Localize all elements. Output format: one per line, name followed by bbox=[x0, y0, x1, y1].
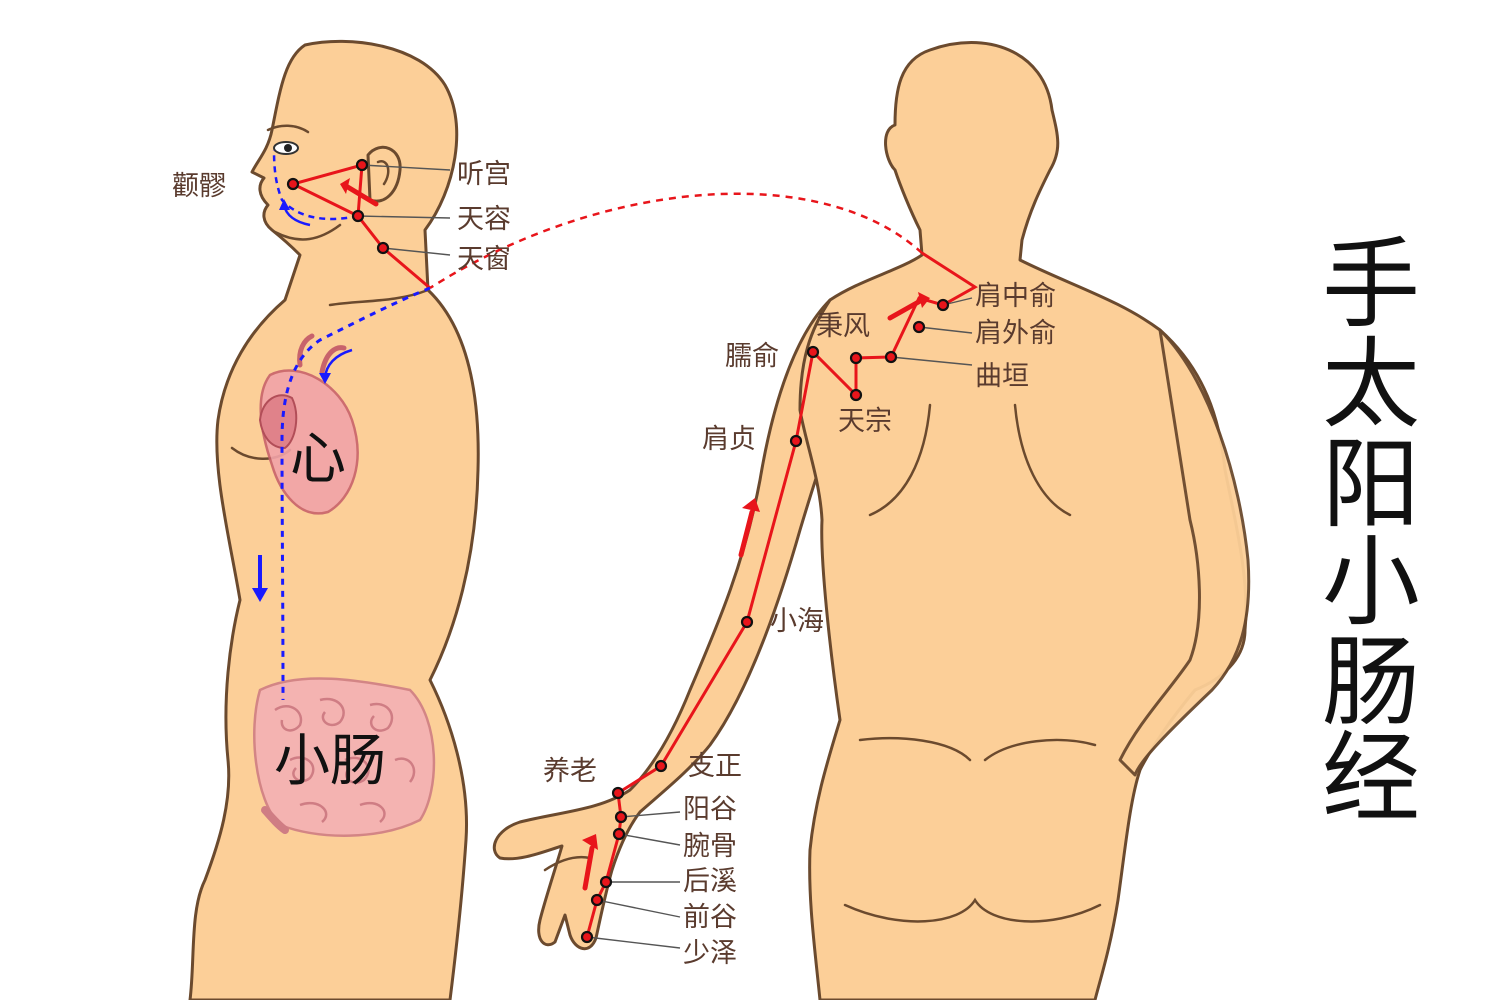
label-bingfeng: 秉风 bbox=[816, 311, 870, 342]
label-zhizheng: 支正 bbox=[688, 751, 742, 782]
label-quanliao: 颧髎 bbox=[172, 171, 226, 202]
arrow-right-icon bbox=[887, 297, 925, 321]
point-wangu bbox=[612, 827, 626, 841]
side-view-figure bbox=[188, 39, 480, 1000]
small-intestine-organ bbox=[253, 677, 436, 837]
point-yanglao bbox=[611, 786, 625, 800]
label-jianzhongshu: 肩中俞 bbox=[975, 281, 1056, 312]
point-jianzhen bbox=[789, 434, 803, 448]
label-quyuan: 曲垣 bbox=[975, 361, 1029, 392]
page-title: 手 太 阳 小 肠 经 bbox=[1322, 228, 1420, 836]
label-jianzhen: 肩贞 bbox=[702, 424, 756, 455]
point-tianchuang bbox=[376, 241, 390, 255]
label-xiaohai: 小海 bbox=[770, 606, 824, 637]
title-char-2: 太 bbox=[1322, 328, 1420, 442]
title-char-6: 经 bbox=[1322, 722, 1420, 836]
label-wangu: 腕骨 bbox=[683, 831, 737, 862]
point-naoshu bbox=[806, 345, 820, 359]
label-tianchuang: 天窗 bbox=[457, 244, 511, 275]
flow-arrows bbox=[252, 178, 930, 891]
label-naoshu: 臑俞 bbox=[725, 341, 779, 372]
point-quanliao bbox=[286, 177, 300, 191]
title-char-5: 肠 bbox=[1322, 626, 1420, 740]
label-houxi: 后溪 bbox=[683, 866, 737, 897]
point-zhizheng bbox=[654, 759, 668, 773]
meridian-face-line bbox=[288, 162, 431, 290]
point-bingfeng bbox=[849, 351, 863, 365]
point-tianrong bbox=[351, 209, 365, 223]
label-yanggu: 阳谷 bbox=[683, 794, 737, 825]
acupoints bbox=[286, 158, 950, 944]
arrow-left-icon bbox=[343, 183, 379, 207]
label-yanglao: 养老 bbox=[543, 756, 597, 787]
label-tianzong: 天宗 bbox=[838, 406, 892, 437]
point-xiaohai bbox=[740, 615, 754, 629]
label-small-intestine: 小肠 bbox=[274, 729, 386, 794]
internal-path-heart bbox=[280, 286, 431, 701]
heart-organ bbox=[258, 333, 359, 515]
point-jianwaishu bbox=[912, 320, 926, 334]
title-char-3: 阳 bbox=[1322, 428, 1420, 542]
point-quyuan bbox=[884, 350, 898, 364]
arrow-up-icon bbox=[582, 845, 595, 891]
meridian-connection-dashed bbox=[429, 192, 923, 290]
point-qiangu bbox=[590, 893, 604, 907]
label-tianrong: 天容 bbox=[457, 204, 511, 235]
title-char-4: 小 bbox=[1322, 526, 1420, 640]
point-jianzhongshu bbox=[936, 298, 950, 312]
label-qiangu: 前谷 bbox=[683, 902, 737, 933]
internal-path-face bbox=[272, 149, 359, 221]
point-labels: 颧髎 听宫 天容 天窗 肩中俞 肩外俞 秉风 臑俞 曲垣 天宗 肩贞 小海 养老… bbox=[172, 159, 1056, 969]
label-heart: 心 bbox=[290, 427, 346, 492]
label-tinggong: 听宫 bbox=[457, 159, 511, 190]
label-shaoze: 少泽 bbox=[683, 938, 737, 969]
point-yanggu bbox=[614, 810, 628, 824]
point-shaoze bbox=[580, 930, 594, 944]
label-jianwaishu: 肩外俞 bbox=[975, 318, 1056, 349]
arrow-up-icon bbox=[738, 509, 755, 558]
back-view-figure bbox=[492, 41, 1251, 1000]
title-char-1: 手 bbox=[1322, 228, 1420, 342]
point-houxi bbox=[599, 875, 613, 889]
point-tianzong bbox=[849, 388, 863, 402]
point-tinggong bbox=[355, 158, 369, 172]
